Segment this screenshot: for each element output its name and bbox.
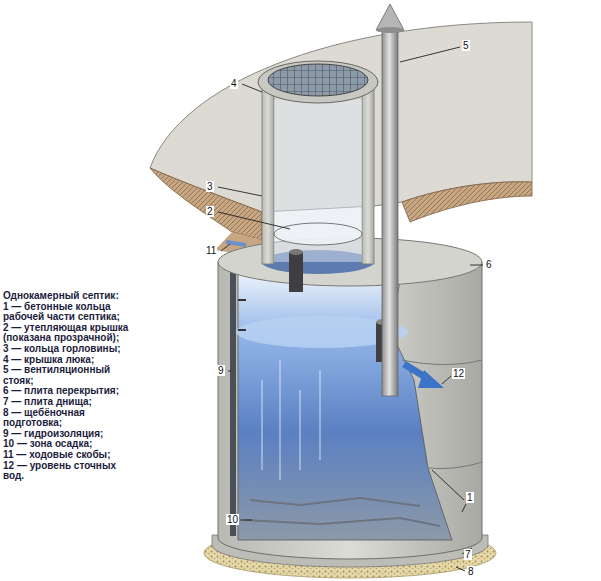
legend-item: 11 — ходовые скобы; xyxy=(3,450,133,461)
legend-item: 7 — плита днища; xyxy=(3,397,133,408)
legend-item: 5 — вентиляционный стояк; xyxy=(3,365,133,386)
legend-item: 12 — уровень сточных вод. xyxy=(3,461,133,482)
callout-number: 1 xyxy=(466,492,474,503)
legend-item: 6 — плита перекрытия; xyxy=(3,386,133,397)
legend-item: 9 — гидроизоляция; xyxy=(3,429,133,440)
callout-number: 4 xyxy=(230,78,238,89)
callout-number: 3 xyxy=(206,181,214,192)
callout-number: 12 xyxy=(452,368,465,379)
legend-heading: Однокамерный септик: xyxy=(3,291,133,302)
legend-item: 8 — щебёночная подготовка; xyxy=(3,408,133,429)
callout-number: 11 xyxy=(205,245,217,256)
callout-number: 2 xyxy=(206,206,214,217)
callout-number: 7 xyxy=(464,549,472,560)
callout-number: 10 xyxy=(226,514,239,525)
legend-item: 2 — утепляющая крышка (показана прозрачн… xyxy=(3,323,133,344)
callout-number: 9 xyxy=(217,365,225,376)
callout-number: 6 xyxy=(485,259,493,270)
callout-number: 8 xyxy=(467,566,475,577)
legend-item: 4 — крышка люка; xyxy=(3,355,133,366)
legend-text-block: Однокамерный септик:1 — бетонные кольца … xyxy=(3,291,133,482)
legend-item: 10 — зона осадка; xyxy=(3,439,133,450)
legend-item: 1 — бетонные кольца рабочей части септик… xyxy=(3,302,133,323)
callout-number: 5 xyxy=(462,40,470,51)
legend-item: 3 — кольца горловины; xyxy=(3,344,133,355)
